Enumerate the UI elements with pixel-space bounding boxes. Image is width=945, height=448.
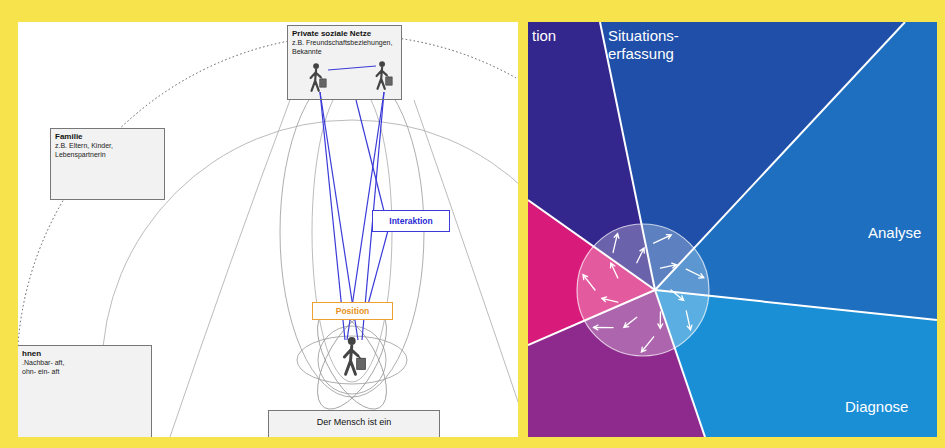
group-box: Private soziale Netzez.B. Freundschaftsb… <box>287 25 402 100</box>
cycle-arrow <box>641 337 653 352</box>
node-heading: Der Mensch ist ein <box>273 417 435 427</box>
node-heading: Position <box>336 306 370 316</box>
interaction-lines <box>320 66 384 340</box>
cycle-arrow <box>611 263 618 278</box>
node-heading: Analyse <box>868 224 932 242</box>
cycle-arrow <box>658 312 663 328</box>
person-figure <box>377 61 393 89</box>
wheel <box>528 22 937 437</box>
cycle-arrow <box>686 269 704 278</box>
node-body: z.B. Eltern, Kinder, Lebenspartnerin <box>55 142 160 159</box>
cycle-arrow <box>671 290 684 300</box>
wheel-segment: Diagnose <box>845 398 933 420</box>
group-box: hnen.Nachbar- aft, ohn- ein- aft <box>18 345 152 437</box>
node-heading: tion <box>532 27 594 45</box>
cycle-arrow <box>613 233 619 252</box>
wheel-segment: tion <box>532 27 594 49</box>
cycle-arrow <box>594 325 614 330</box>
node-heading: Familie <box>55 132 160 141</box>
person-figure <box>344 337 365 374</box>
cycle-arrow <box>660 263 676 268</box>
node-heading: hnen <box>22 349 147 358</box>
orbit-lines <box>18 35 518 437</box>
node-body: z.B. Freundschaftsbeziehungen, Bekannte <box>292 39 397 56</box>
connector-line <box>356 100 384 210</box>
cycle-arrow <box>637 248 644 263</box>
group-box: Familiez.B. Eltern, Kinder, Lebenspartne… <box>50 128 165 200</box>
cycle-arrow <box>624 317 637 327</box>
wheel-segment: Analyse <box>868 224 932 246</box>
cycle-arrow <box>686 311 692 330</box>
position-tag: Position <box>312 302 393 320</box>
cycle-arrow <box>583 275 595 290</box>
node-heading: Situations- erfassung <box>608 27 708 63</box>
group-box-fill <box>287 25 402 100</box>
wheel-segment: Situations- erfassung <box>608 27 718 67</box>
node-heading: Interaktion <box>389 216 432 226</box>
node-heading: Private soziale Netze <box>292 29 397 38</box>
cycle-arrow <box>602 297 618 302</box>
node-body: .Nachbar- aft, ohn- ein- aft <box>22 359 70 376</box>
person-figure <box>311 63 327 91</box>
group-box: Der Mensch ist ein <box>268 410 440 437</box>
connector-line <box>369 232 388 302</box>
interaction-tag: Interaktion <box>372 210 450 232</box>
node-heading: Diagnose <box>845 398 933 416</box>
left-panel <box>18 22 518 437</box>
cycle-arrow <box>654 235 672 244</box>
